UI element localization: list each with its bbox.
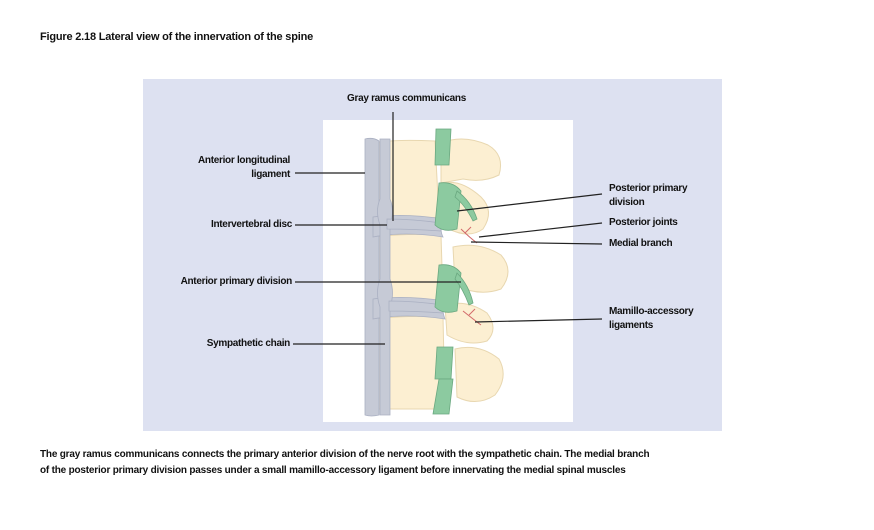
label-anterior-longitudinal-line1: Anterior longitudinal xyxy=(197,155,290,166)
spinal-nerves xyxy=(432,128,478,415)
superior-articular-process xyxy=(440,138,502,184)
label-anterior-longitudinal-line2: ligament xyxy=(251,169,290,180)
label-sympathetic-chain: Sympathetic chain xyxy=(206,338,291,349)
figure-caption: The gray ramus communicans connects the … xyxy=(40,447,840,479)
leader-lines xyxy=(293,112,603,345)
sympathetic-chain xyxy=(377,138,444,416)
figure-title: Figure 2.18 Lateral view of the innervat… xyxy=(40,31,314,43)
label-medial-branch: Medial branch xyxy=(609,238,673,249)
diagram-panel: Gray ramus communicans Anterior longitud… xyxy=(143,79,722,431)
leader-medial-branch xyxy=(470,241,603,245)
posterior-primary-division-nerve-lower xyxy=(454,272,474,306)
posterior-primary-division-nerve xyxy=(454,190,478,222)
medial-branch-lower xyxy=(462,310,482,326)
label-posterior-primary-line2: division xyxy=(609,197,645,208)
spinous-process-middle xyxy=(452,244,509,293)
label-intervertebral-disc: Intervertebral disc xyxy=(210,219,292,230)
leader-posterior-primary xyxy=(456,193,603,212)
mamillo-accessory-ligament-lower xyxy=(468,308,476,316)
sympathetic-trunk xyxy=(377,138,393,416)
label-mamillo-accessory-line1: Mamillo-accessory xyxy=(609,306,694,317)
label-posterior-joints: Posterior joints xyxy=(609,217,678,228)
leader-posterior-joints xyxy=(478,222,603,238)
caption-line-1: The gray ramus communicans connects the … xyxy=(40,449,650,460)
nerve-root-upper xyxy=(434,182,462,231)
label-gray-ramus: Gray ramus communicans xyxy=(347,93,467,104)
mamillo-accessory-ligament-upper xyxy=(464,226,472,234)
posterior-elements xyxy=(440,138,509,402)
nerve-root-bottom xyxy=(432,378,454,415)
caption-line-2: of the posterior primary division passes… xyxy=(40,465,626,476)
label-posterior-primary-line1: Posterior primary xyxy=(609,183,688,194)
spine-innervation-diagram xyxy=(143,79,722,431)
label-anterior-primary-division: Anterior primary division xyxy=(180,276,293,287)
lamina-middle xyxy=(444,302,494,344)
anterior-longitudinal-ligament xyxy=(364,137,380,417)
gray-ramus xyxy=(386,218,442,232)
ramus-communicans-lower xyxy=(388,300,444,314)
nerve-root-lower xyxy=(434,346,454,380)
label-mamillo-accessory-line2: ligaments xyxy=(609,320,653,331)
spinous-process-lower xyxy=(454,346,504,402)
nerve-root-middle xyxy=(434,264,462,313)
leader-mamillo-accessory xyxy=(474,318,603,323)
nerve-root-top xyxy=(434,128,452,166)
